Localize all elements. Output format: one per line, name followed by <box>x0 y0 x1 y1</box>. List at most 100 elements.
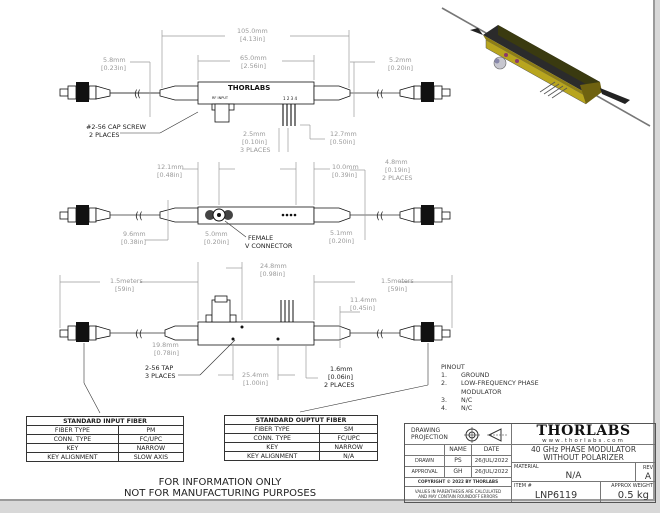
connector-type-note: V CONNECTOR <box>245 242 293 250</box>
pin-label: MODULATOR <box>461 388 502 396</box>
cell-value: NARROW <box>117 443 185 453</box>
pin-number: 4. <box>441 405 448 413</box>
thorlabs-logo: THORLABS <box>536 423 631 439</box>
pinout-item: 2. LOW-FREQUENCY PHASE <box>441 380 539 388</box>
dim-left-fiber-in: [59in] <box>115 285 134 293</box>
drawing-title-line-1: 40 GHz PHASE MODULATOR <box>530 445 637 454</box>
dim-pin-pitch-in: [0.10in] <box>242 138 267 146</box>
weight-cell: APPROX WEIGHT 0.5 kg <box>601 482 655 502</box>
cell-value: FC/UPC <box>319 433 378 443</box>
pinout-item: 3.N/C <box>441 397 539 405</box>
dim-body-height: 19.8mm <box>152 341 179 349</box>
dim-tap-spacing-in: [1.00in] <box>243 379 268 387</box>
cell-value: NARROW <box>319 442 378 452</box>
cell-value: PM <box>117 425 185 435</box>
pin-number: 2. <box>441 380 448 388</box>
right-connector-nut <box>421 82 434 102</box>
pin-label: LOW-FREQUENCY PHASE <box>461 380 539 388</box>
third-angle-projection-icon <box>464 427 507 443</box>
dim-left-height: 9.6mm <box>123 230 146 238</box>
title-block: DRAWING PROJECTION NAME DATE DRAWN PS 26… <box>404 423 656 503</box>
notice-line-2: NOT FOR MANUFACTURING PURPOSES <box>123 488 317 499</box>
pinout-item: 1.GROUND <box>441 372 539 380</box>
modulator-body-bottom <box>197 321 315 346</box>
cell-value: FC/UPC <box>117 434 185 444</box>
approval-label: APPROVAL <box>405 467 445 478</box>
pinout-legend: PINOUT 1.GROUND 2. LOW-FREQUENCY PHASE MO… <box>441 364 539 413</box>
dim-left-boot: 5.8mm <box>103 56 126 64</box>
blank-header-cell <box>405 445 445 456</box>
cell-value: N/A <box>319 451 378 461</box>
weight-value: 0.5 kg <box>617 490 649 501</box>
dim-boot-dia: 4.8mm <box>385 158 408 166</box>
drawing-title: 40 GHz PHASE MODULATOR WITHOUT POLARIZER <box>512 445 655 463</box>
pin-label: N/C <box>461 405 473 413</box>
notice-line-1: FOR INFORMATION ONLY <box>158 477 282 488</box>
dim-right-height: 5.1mm <box>330 229 353 237</box>
cell-key: CONN. TYPE <box>26 434 119 444</box>
approval-name: GH <box>445 467 472 478</box>
dim-body-length-in: [2.56in] <box>241 62 266 70</box>
dim-right-height-in: [0.20in] <box>329 237 354 245</box>
projection-cell: DRAWING PROJECTION <box>405 424 512 445</box>
svg-text:(: ( <box>134 89 138 100</box>
cell-value: SLOW AXIS <box>117 452 185 462</box>
svg-text:((: (( <box>376 89 384 100</box>
svg-text:((: (( <box>376 329 384 340</box>
date-header: DATE <box>472 445 512 456</box>
svg-text:(: ( <box>137 89 141 100</box>
material-label: MATERIAL <box>514 464 539 470</box>
tap-note: 2-56 TAP <box>145 364 173 372</box>
dim-conn-height: 5.0mm <box>205 230 228 238</box>
name-header: NAME <box>445 445 472 456</box>
disclaimer-line-2: AND MAY CONTAIN ROUNDOFF ERRORS <box>418 494 498 499</box>
disclaimer-line-1: VALUES IN PARENTHESIS ARE CALCULATED <box>414 489 502 494</box>
dim-pin-length-in: [0.50in] <box>330 138 355 146</box>
dim-body-length: 65.0mm <box>240 54 267 62</box>
svg-text:((: (( <box>135 329 143 340</box>
dim-conn-height-in: [0.20in] <box>204 238 229 246</box>
approval-date: 26/JUL/2022 <box>472 467 512 478</box>
dim-pin-pitch: 2.5mm <box>243 130 266 138</box>
dim-right-offset-in: [0.39in] <box>332 171 357 179</box>
top-view: (( THORLABS RF INPUT 1 2 3 4 (( 105.0mm … <box>59 27 451 154</box>
drawn-date: 26/JUL/2022 <box>472 456 512 467</box>
pinout-title: PINOUT <box>441 364 465 371</box>
projection-label-2: PROJECTION <box>411 434 448 441</box>
item-number: LNP6119 <box>534 490 578 501</box>
item-cell: ITEM # LNP6119 <box>512 482 601 502</box>
dim-pin-length: 12.7mm <box>330 130 357 138</box>
rev-value: A <box>644 472 651 482</box>
dim-left-boot-in: [0.23in] <box>101 64 126 72</box>
dim-right-fiber: 1.5meters <box>381 277 414 285</box>
dim-overall-length-in: [4.13in] <box>240 35 265 43</box>
body-brand-text: THORLABS <box>228 84 270 92</box>
dim-edge: 1.6mm <box>330 365 353 373</box>
connector-note: FEMALE <box>248 234 273 242</box>
dim-body-height-in: [0.78in] <box>154 349 179 357</box>
cell-key: KEY <box>223 442 321 452</box>
bottom-view: (( (( 1.5meters [59in] 1.5meters [59in] … <box>59 262 453 414</box>
disclaimer: VALUES IN PARENTHESIS ARE CALCULATED AND… <box>405 487 512 502</box>
cell-value: SM <box>319 424 378 434</box>
dim-tap-spacing: 25.4mm <box>242 371 269 379</box>
cell-key: KEY ALIGNMENT <box>223 451 321 461</box>
dim-overall-length: 105.0mm <box>237 27 268 35</box>
screw-note: #2-56 CAP SCREW <box>86 123 147 131</box>
cell-key: KEY ALIGNMENT <box>26 452 119 462</box>
dim-conn-offset: 12.1mm <box>157 163 184 171</box>
tap-note-places: 3 PLACES <box>145 372 175 380</box>
copyright-text: COPYRIGHT © 2022 BY THORLABS <box>405 478 512 487</box>
weight-label: APPROX WEIGHT <box>611 483 653 489</box>
rev-cell: REV A <box>636 463 655 482</box>
dim-boot-dia-note: 2 PLACES <box>382 174 412 182</box>
left-connector-ferrule <box>59 88 69 97</box>
dim-conn-offset-in: [0.48in] <box>157 171 182 179</box>
